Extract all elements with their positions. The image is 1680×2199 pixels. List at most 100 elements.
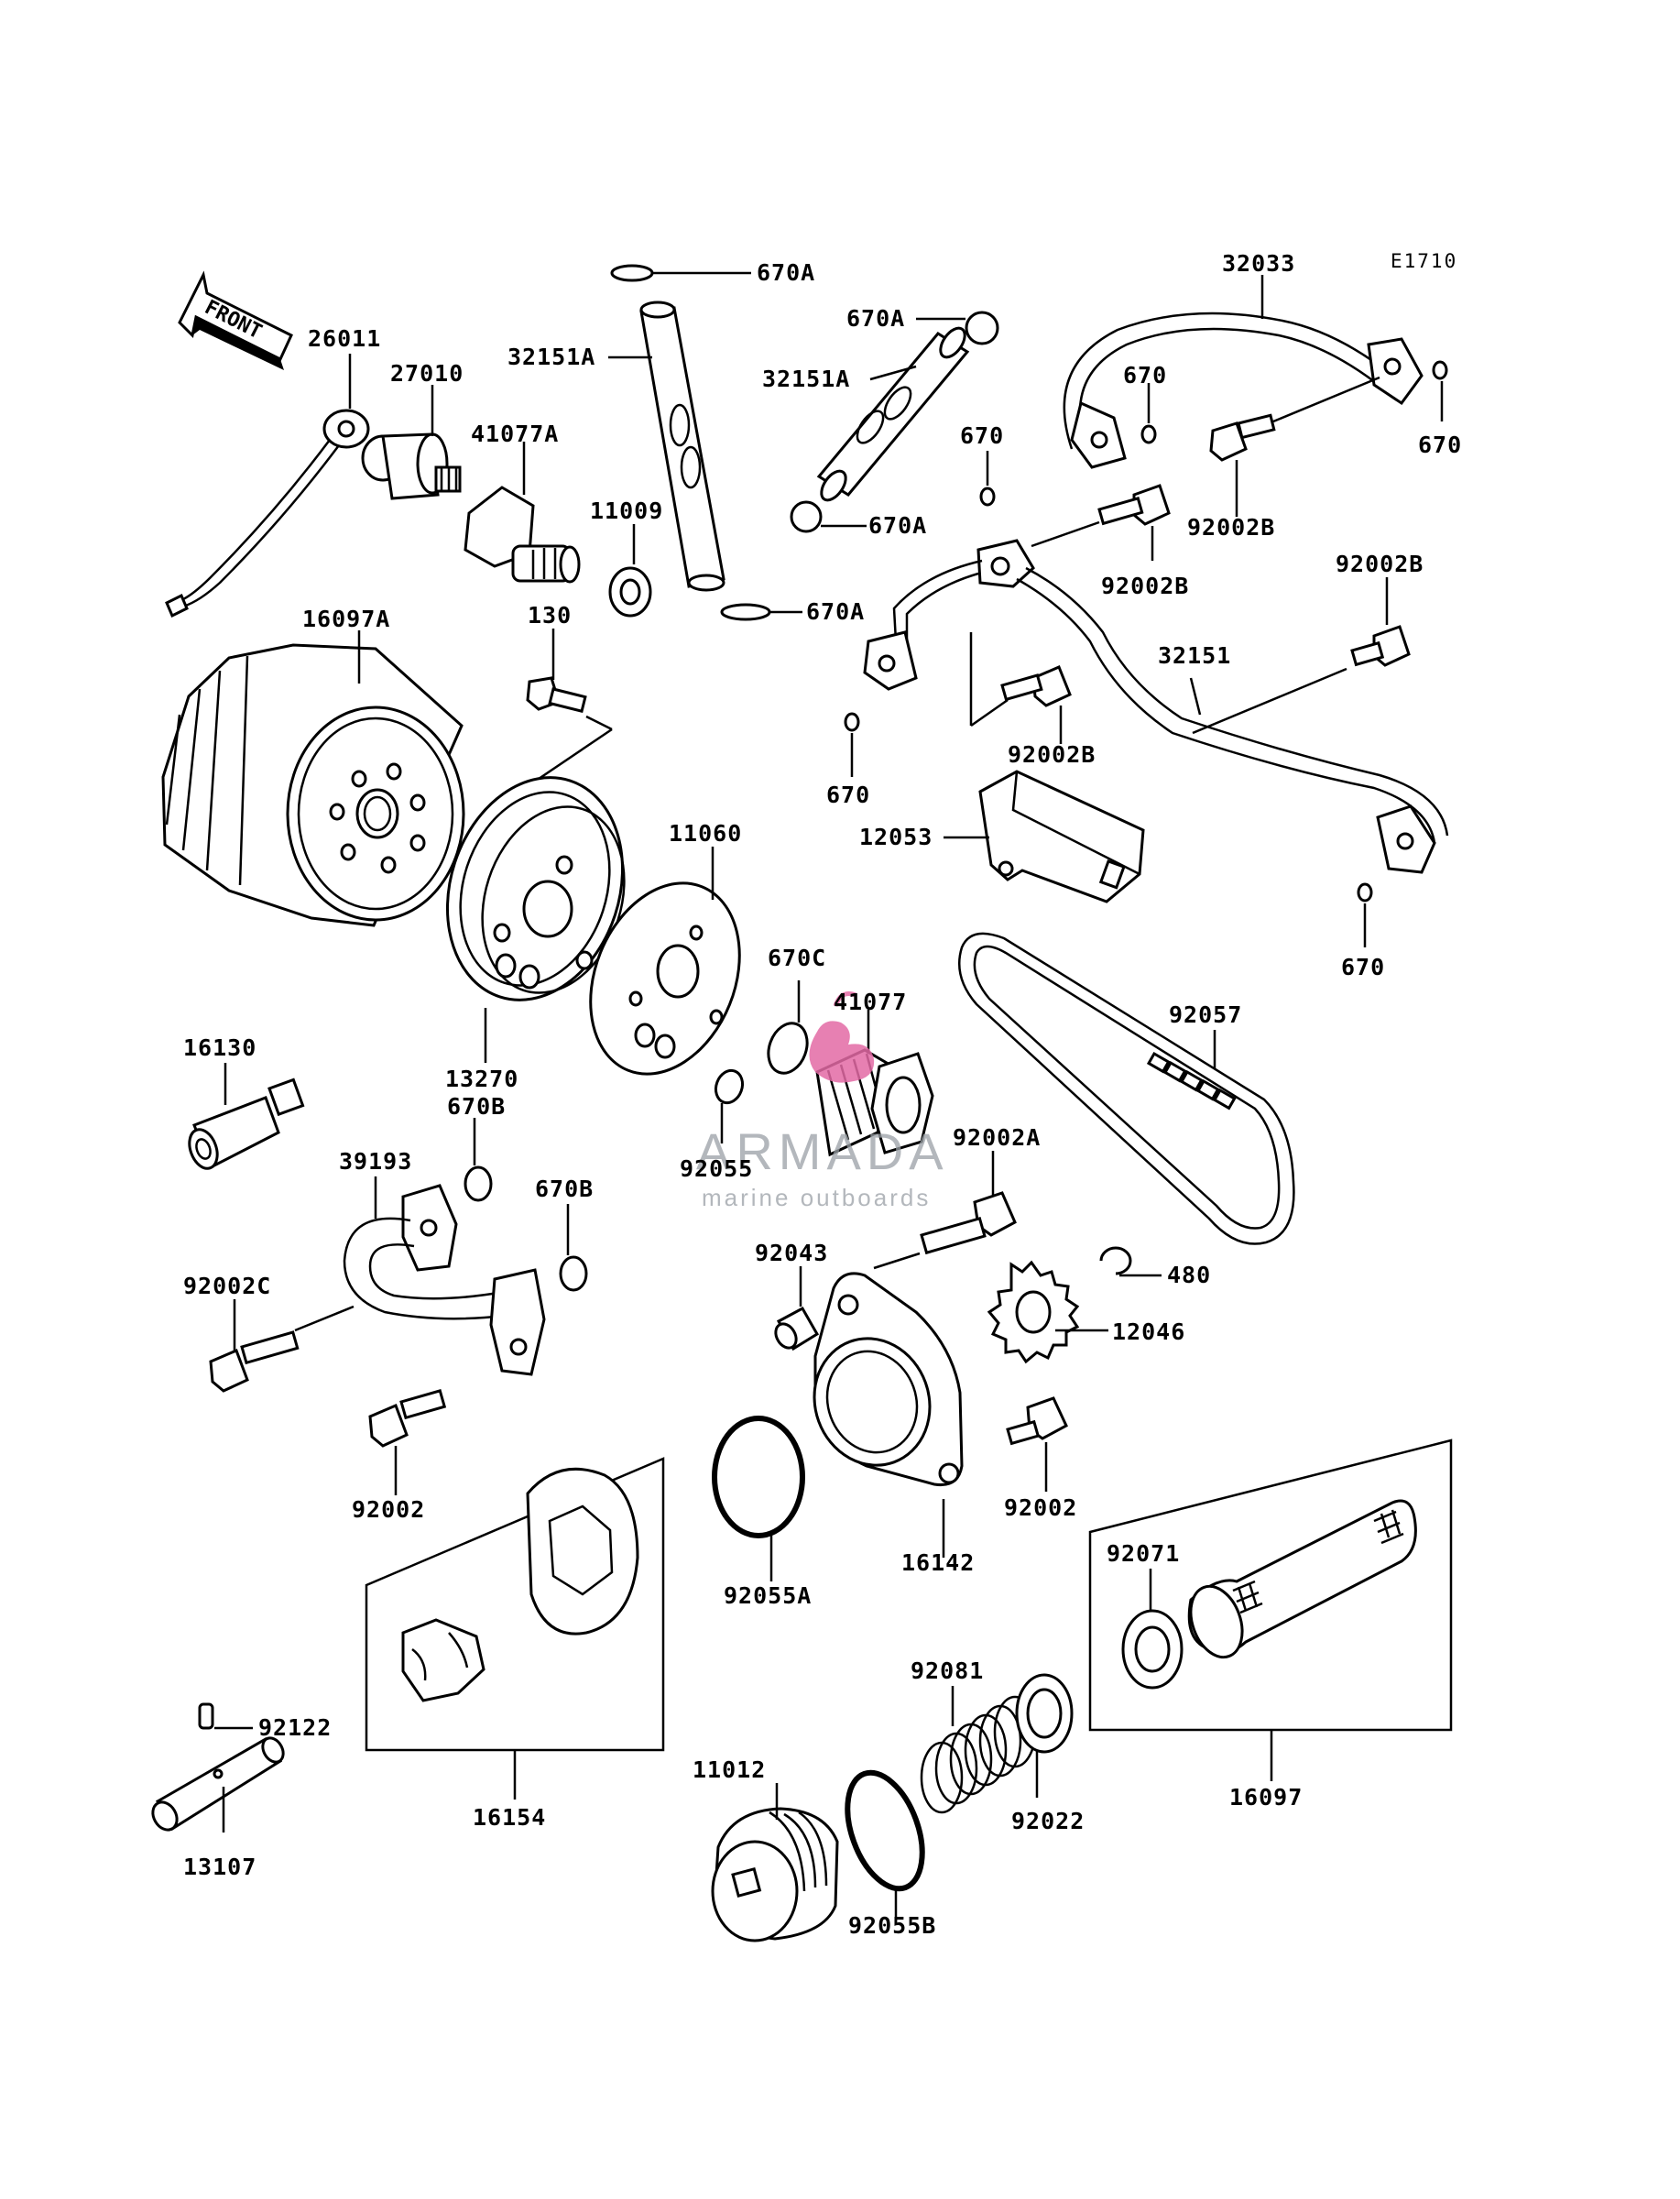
label-92122[interactable]: 92122 bbox=[258, 1714, 332, 1741]
label-670-5[interactable]: 670 bbox=[1341, 954, 1385, 980]
leader-32151 bbox=[1189, 677, 1202, 716]
part-670b-oring-2 bbox=[559, 1255, 588, 1292]
part-92022-washer bbox=[1015, 1673, 1074, 1754]
label-92002b-1[interactable]: 92002B bbox=[1187, 514, 1275, 541]
label-16154[interactable]: 16154 bbox=[473, 1804, 546, 1831]
part-130-bolt bbox=[475, 676, 613, 823]
label-670-2[interactable]: 670 bbox=[1418, 432, 1462, 458]
part-670b-oring-1 bbox=[464, 1165, 493, 1202]
part-39193-pipe bbox=[343, 1184, 546, 1376]
part-92002b-bolt-1 bbox=[1209, 376, 1380, 462]
label-92057[interactable]: 92057 bbox=[1169, 1001, 1242, 1028]
watermark-brand: ARMADA bbox=[696, 1122, 949, 1180]
label-92002a[interactable]: 92002A bbox=[953, 1124, 1041, 1151]
part-16142-pump-housing bbox=[813, 1272, 964, 1487]
leader-32151a-2 bbox=[869, 365, 917, 381]
label-11012[interactable]: 11012 bbox=[693, 1756, 766, 1783]
label-670-3[interactable]: 670 bbox=[960, 422, 1004, 449]
label-670-4[interactable]: 670 bbox=[826, 782, 870, 808]
part-92122-pin bbox=[198, 1702, 214, 1730]
label-32151a-2[interactable]: 32151A bbox=[762, 366, 850, 392]
part-32033-pipe-upper bbox=[1063, 312, 1448, 469]
label-92022[interactable]: 92022 bbox=[1011, 1808, 1085, 1834]
part-16097-strainer bbox=[1088, 1439, 1453, 1732]
label-92055b[interactable]: 92055B bbox=[848, 1912, 936, 1939]
label-16142[interactable]: 16142 bbox=[901, 1549, 975, 1576]
label-92055a[interactable]: 92055A bbox=[724, 1582, 812, 1609]
label-92002b-3[interactable]: 92002B bbox=[1008, 741, 1096, 768]
part-26011-sensor-wire bbox=[165, 409, 370, 618]
label-11009[interactable]: 11009 bbox=[590, 498, 663, 524]
label-32151[interactable]: 32151 bbox=[1158, 642, 1231, 669]
part-92055-oring bbox=[714, 1068, 745, 1105]
part-92055a-oring bbox=[712, 1416, 805, 1538]
label-32033[interactable]: 32033 bbox=[1222, 250, 1295, 277]
label-32151a-1[interactable]: 32151A bbox=[507, 344, 595, 370]
part-32151-pipe bbox=[844, 487, 1449, 903]
label-41077[interactable]: 41077 bbox=[834, 989, 907, 1015]
label-92002b-2[interactable]: 92002B bbox=[1101, 573, 1189, 599]
label-670-1[interactable]: 670 bbox=[1123, 362, 1167, 388]
part-670c-oring bbox=[767, 1022, 809, 1075]
label-670b-2[interactable]: 670B bbox=[535, 1176, 594, 1202]
armada-logo-icon bbox=[809, 991, 875, 1083]
label-670a-1[interactable]: 670A bbox=[757, 259, 815, 286]
label-13270[interactable]: 13270 bbox=[445, 1066, 518, 1092]
part-32151a-pipe-right bbox=[790, 311, 999, 533]
label-670a-3[interactable]: 670A bbox=[868, 512, 927, 539]
part-92002b-bolt-4 bbox=[1192, 625, 1411, 735]
part-11012-plug bbox=[711, 1807, 839, 1942]
label-670a-2[interactable]: 670A bbox=[846, 305, 905, 332]
label-480[interactable]: 480 bbox=[1167, 1262, 1211, 1288]
label-670c[interactable]: 670C bbox=[768, 945, 826, 971]
part-13107-shaft bbox=[151, 1736, 285, 1832]
part-92002b-bolt-2 bbox=[1031, 484, 1171, 548]
label-13107[interactable]: 13107 bbox=[183, 1854, 256, 1880]
label-16097[interactable]: 16097 bbox=[1229, 1784, 1303, 1811]
label-27010[interactable]: 27010 bbox=[390, 360, 464, 387]
label-92055[interactable]: 92055 bbox=[680, 1155, 753, 1182]
label-92002c[interactable]: 92002C bbox=[183, 1273, 271, 1299]
part-92002-bolt-right bbox=[1006, 1396, 1068, 1446]
part-92055b-oring bbox=[845, 1769, 925, 1892]
label-39193[interactable]: 39193 bbox=[339, 1148, 412, 1175]
part-11060-plate bbox=[589, 881, 741, 1076]
part-92081-spring bbox=[920, 1695, 1037, 1814]
label-92002b-4[interactable]: 92002B bbox=[1336, 551, 1424, 577]
front-arrow-icon: FRONT bbox=[178, 270, 293, 370]
part-92057-chain bbox=[958, 932, 1295, 1245]
label-670a-4[interactable]: 670A bbox=[806, 598, 865, 625]
label-11060[interactable]: 11060 bbox=[669, 820, 742, 847]
label-41077a[interactable]: 41077A bbox=[471, 421, 559, 447]
label-92081[interactable]: 92081 bbox=[911, 1657, 984, 1684]
label-92002-2[interactable]: 92002 bbox=[1004, 1494, 1077, 1521]
label-130[interactable]: 130 bbox=[528, 602, 572, 629]
label-92043[interactable]: 92043 bbox=[755, 1240, 828, 1266]
label-12053[interactable]: 12053 bbox=[859, 824, 933, 850]
label-92002-1[interactable]: 92002 bbox=[352, 1496, 425, 1523]
label-12046[interactable]: 12046 bbox=[1112, 1318, 1185, 1345]
part-16130-fitting bbox=[188, 1078, 305, 1170]
label-16130[interactable]: 16130 bbox=[183, 1034, 256, 1061]
part-12046-gear bbox=[987, 1260, 1080, 1364]
label-92071[interactable]: 92071 bbox=[1107, 1540, 1180, 1567]
diagram-code: E1710 bbox=[1391, 250, 1457, 272]
part-27010-pressure-switch bbox=[361, 432, 462, 500]
part-16097a-oil-filter bbox=[161, 643, 465, 927]
part-480-circlip bbox=[1099, 1246, 1132, 1275]
label-670b-1[interactable]: 670B bbox=[447, 1093, 506, 1120]
armada-watermark: ARMADA marine outboards bbox=[696, 991, 949, 1211]
chain-links-detail bbox=[1146, 1051, 1237, 1110]
part-32151a-pipe-left bbox=[610, 264, 771, 621]
part-13270-plate bbox=[445, 776, 626, 1001]
label-16097a[interactable]: 16097A bbox=[302, 606, 390, 632]
part-92002a-bolt bbox=[873, 1191, 1017, 1270]
part-41077a-fitting bbox=[464, 486, 581, 584]
part-92002c-bolt bbox=[209, 1305, 355, 1393]
watermark-tagline: marine outboards bbox=[702, 1184, 931, 1211]
part-12053-chain-guide bbox=[978, 770, 1145, 903]
part-11009-washer bbox=[608, 566, 652, 618]
label-26011[interactable]: 26011 bbox=[308, 325, 381, 352]
